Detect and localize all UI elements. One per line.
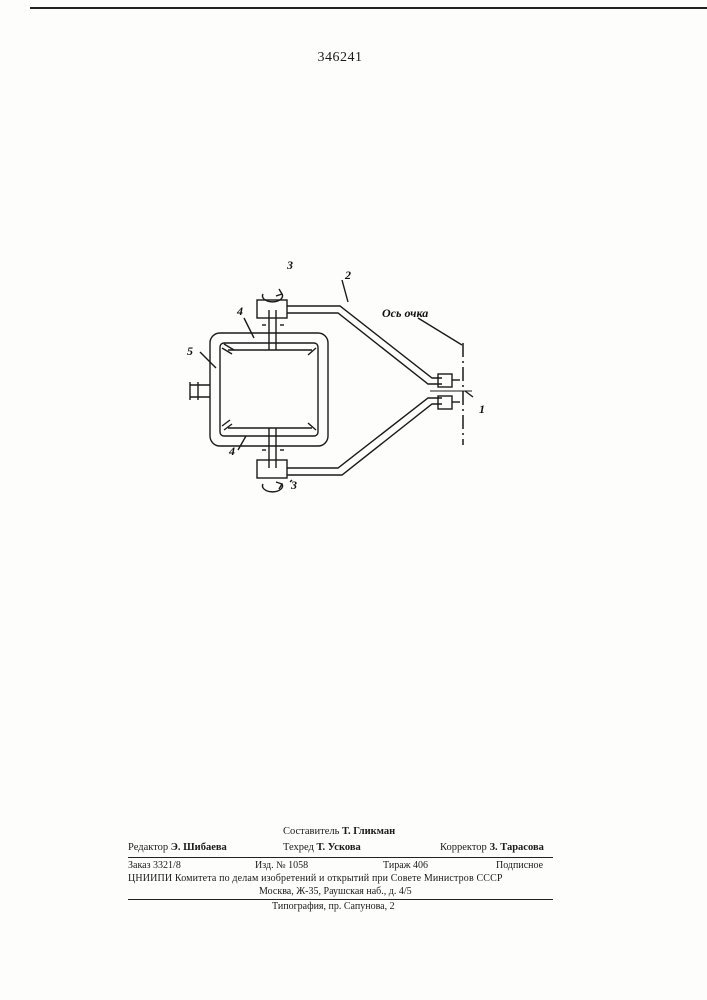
- address-line: Москва, Ж-35, Раушская наб., д. 4/5: [259, 886, 412, 897]
- axis-label: Ось очка: [382, 306, 428, 320]
- label-1: 1: [479, 402, 485, 416]
- label-5: 5: [187, 344, 193, 358]
- print-run: Тираж 406: [383, 860, 428, 871]
- printer-line: Типография, пр. Сапунова, 2: [272, 901, 395, 912]
- unit-3-bottom: [257, 460, 287, 478]
- composer-line: Составитель Т. Гликман: [283, 826, 395, 837]
- separator-2: [128, 899, 553, 900]
- subscription: Подписное: [496, 860, 543, 871]
- label-2: 2: [344, 268, 351, 282]
- org-line: ЦНИИПИ Комитета по делам изобретений и о…: [128, 873, 503, 884]
- frame-5-inner: [220, 343, 318, 436]
- corrector-line: Корректор З. Тарасова: [440, 842, 544, 853]
- unit-3-top: [257, 300, 287, 318]
- techred-line: Техред Т. Ускова: [283, 842, 361, 853]
- order-number: Заказ 3321/8: [128, 860, 181, 871]
- label-4-bottom: 4: [228, 444, 235, 458]
- separator-1: [128, 857, 553, 858]
- nozzle-upper: [438, 374, 452, 387]
- label-4-top: 4: [236, 304, 243, 318]
- editor-line: Редактор Э. Шибаева: [128, 842, 227, 853]
- label-3-top: 3: [286, 258, 293, 272]
- edition-number: Изд. № 1058: [255, 860, 308, 871]
- label-3-bottom: 3: [290, 478, 297, 492]
